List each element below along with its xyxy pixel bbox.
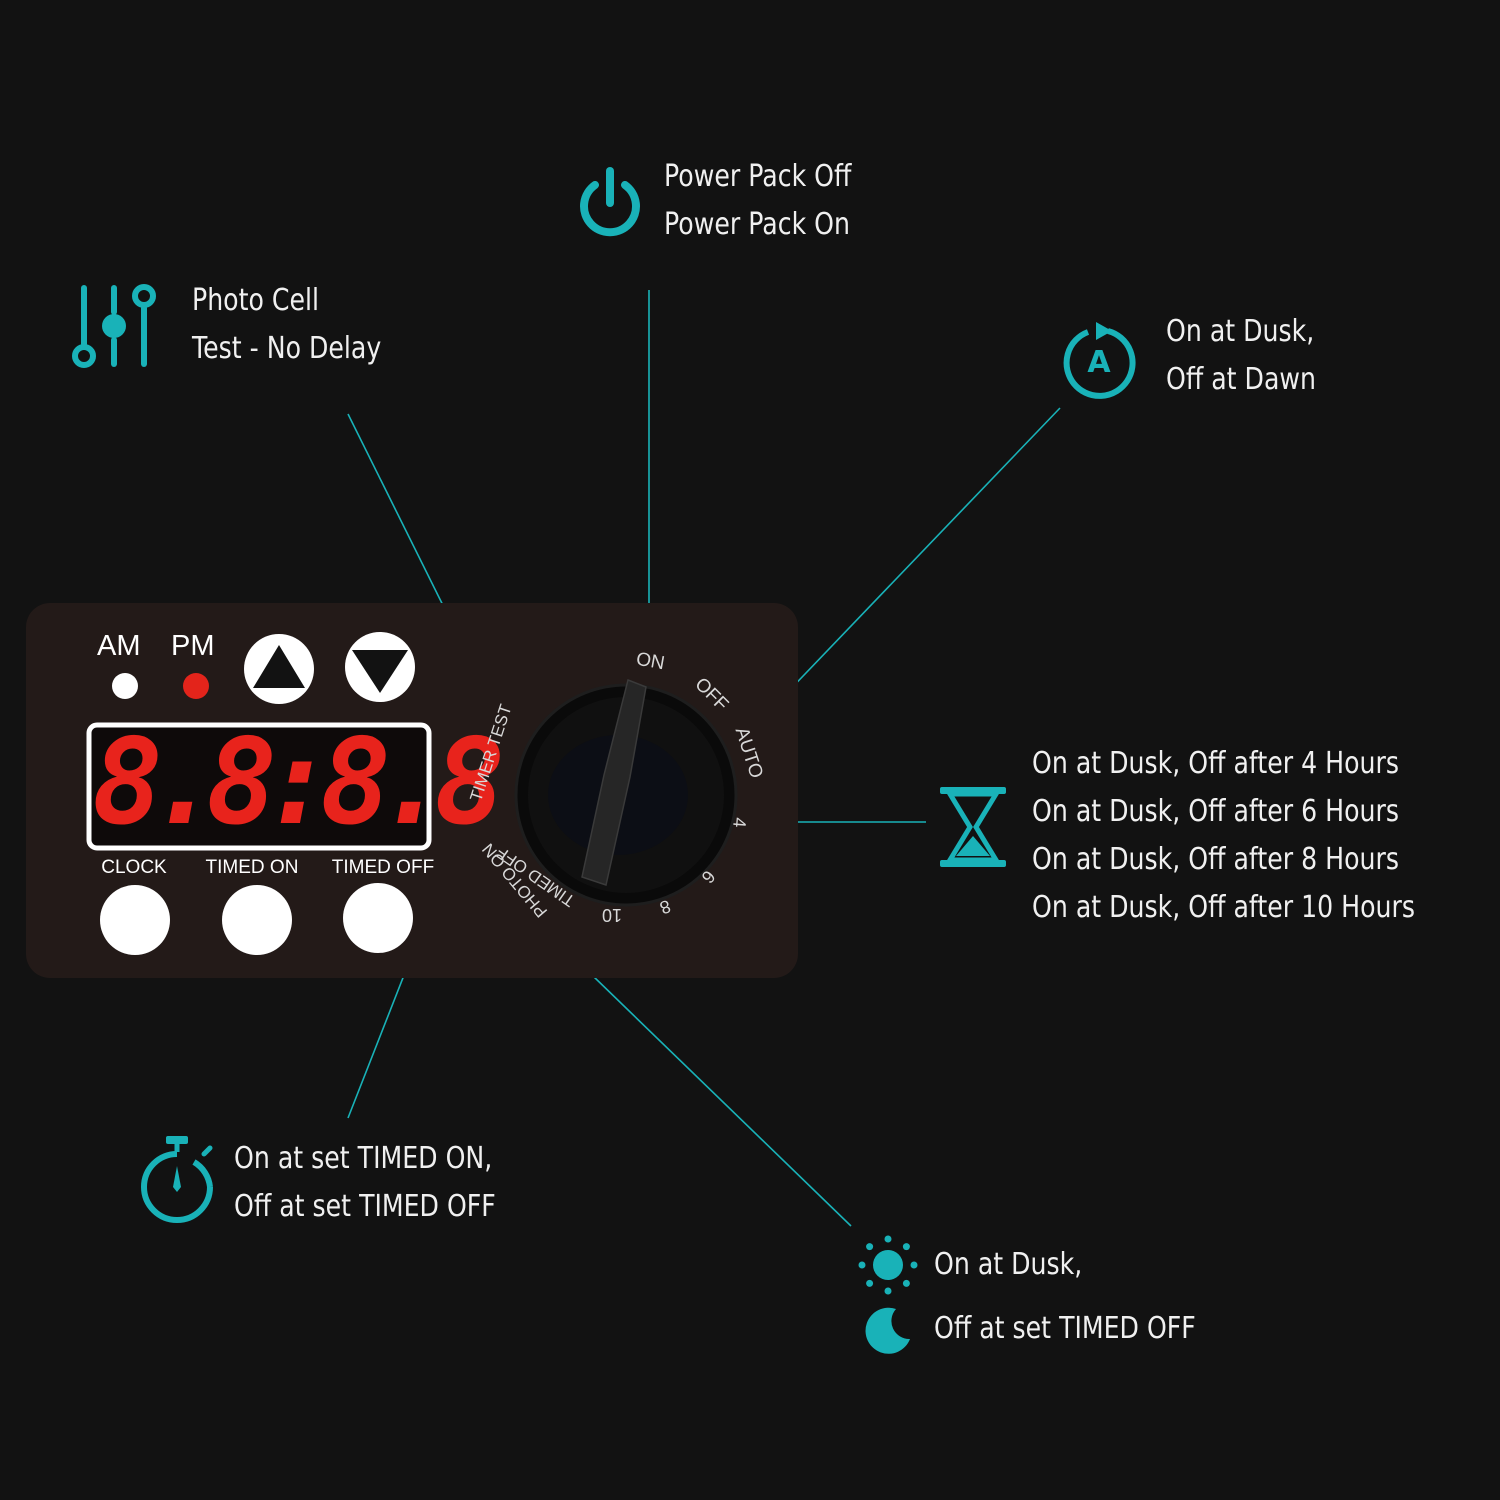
led-display-frame [86, 722, 432, 851]
clock-button[interactable] [100, 885, 170, 955]
clock-label: CLOCK [101, 857, 167, 878]
timed-on-label: TIMED ON [205, 857, 299, 878]
callout-power: Power Pack Off Power Pack On [664, 153, 851, 249]
am-indicator [112, 673, 138, 699]
timed-off-label: TIMED OFF [331, 857, 435, 878]
callout-hours-line-1: On at Dusk, Off after 4 Hours [1032, 746, 1399, 781]
dial-label-10: 10 [602, 905, 623, 925]
svg-text:A: A [1087, 345, 1111, 380]
sun-icon [858, 1235, 918, 1295]
am-label: AM [97, 630, 141, 662]
callout-hours: On at Dusk, Off after 4 Hours On at Dusk… [1032, 740, 1415, 932]
callout-hours-line-4: On at Dusk, Off after 10 Hours [1032, 890, 1416, 925]
callout-auto-line-2: Off at Dawn [1166, 362, 1316, 397]
triangle-up-icon [253, 645, 305, 688]
callout-timed-line-1: On at set TIMED ON, [234, 1141, 493, 1176]
pm-label: PM [171, 630, 215, 662]
callout-photocell-line-2: Test - No Delay [192, 331, 382, 366]
down-button[interactable] [345, 632, 415, 702]
callout-timed: On at set TIMED ON, Off at set TIMED OFF [234, 1135, 496, 1231]
moon-icon [865, 1307, 910, 1354]
power-icon [580, 167, 640, 237]
sliders-icon [72, 284, 156, 368]
dial-label-on: ON [634, 648, 667, 675]
callout-auto: On at Dusk, Off at Dawn [1166, 308, 1316, 404]
timed-off-button[interactable] [343, 883, 413, 953]
dial-knob-pointer [581, 678, 647, 886]
connector-photo-on [560, 944, 852, 1227]
callout-photocell: Photo Cell Test - No Delay [192, 277, 381, 373]
callout-auto-line-1: On at Dusk, [1166, 314, 1315, 349]
callout-power-line-1: Power Pack Off [664, 159, 852, 194]
callout-hours-line-2: On at Dusk, Off after 6 Hours [1032, 794, 1399, 829]
connector-auto [758, 407, 1061, 723]
auto-cycle-icon: A [1063, 322, 1136, 399]
callout-photocell-line-1: Photo Cell [192, 283, 319, 318]
callout-photo-on-timed-off-line-1: On at Dusk, [934, 1247, 1083, 1282]
callout-photo-on-timed-off-line-2: Off at set TIMED OFF [934, 1311, 1196, 1346]
panel-graphics [86, 632, 432, 955]
pm-indicator [183, 673, 209, 699]
led-display: 8.8:8.8 [92, 713, 505, 851]
callout-hours-line-3: On at Dusk, Off after 8 Hours [1032, 842, 1399, 877]
callout-power-line-2: Power Pack On [664, 207, 850, 242]
up-button[interactable] [244, 634, 314, 704]
rotary-dial[interactable] [478, 645, 778, 945]
timed-on-button[interactable] [222, 885, 292, 955]
callout-timed-line-2: Off at set TIMED OFF [234, 1189, 496, 1224]
stopwatch-icon [141, 1136, 213, 1223]
hourglass-icon [940, 787, 1006, 867]
dial-label-4: 4 [729, 816, 750, 829]
triangle-down-icon [352, 650, 408, 693]
